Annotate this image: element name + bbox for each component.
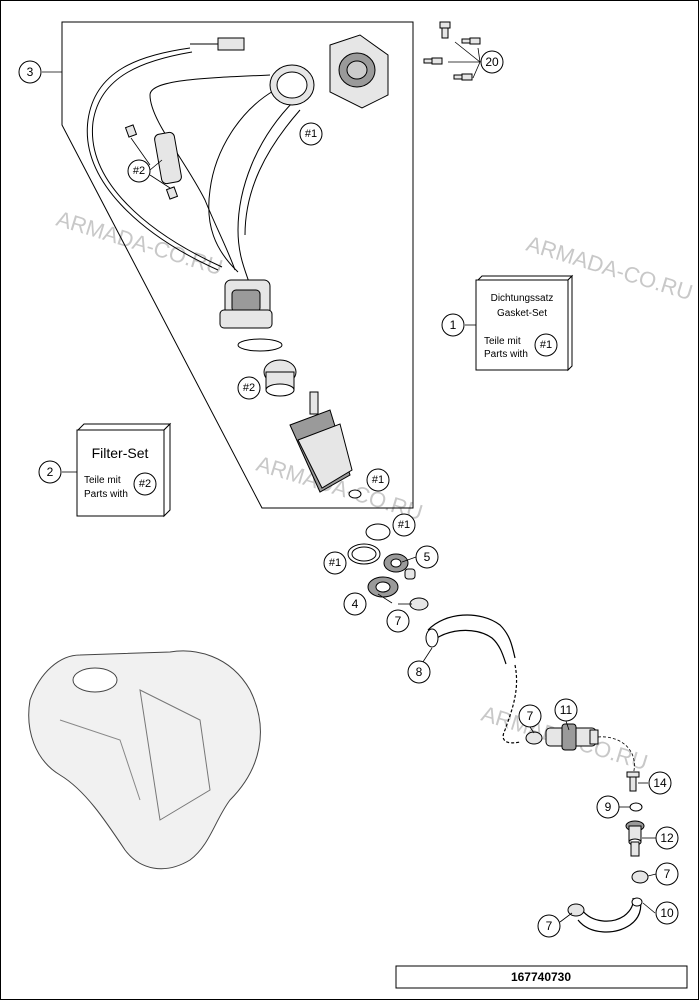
tank-fitting	[625, 820, 645, 857]
pump-regulator	[219, 279, 283, 352]
callout-14: 14	[648, 771, 672, 795]
svg-text:12: 12	[660, 831, 674, 845]
svg-text:7: 7	[546, 919, 553, 933]
gasket-set-line2: Parts with	[484, 349, 528, 360]
svg-text:10: 10	[660, 906, 674, 920]
filter-ref-marker: #2	[133, 472, 157, 496]
callout-3: 3	[18, 60, 42, 84]
callout-2: 2	[38, 460, 62, 484]
ref-gasket: #1	[299, 122, 323, 146]
quick-connector	[545, 723, 635, 776]
svg-text:#2: #2	[139, 478, 151, 490]
screw	[626, 771, 640, 792]
fuel-tank	[28, 650, 261, 870]
hose-clamp	[631, 870, 649, 884]
drawing-number: 167740730	[511, 970, 571, 984]
svg-text:8: 8	[416, 665, 423, 679]
gasket-set-title: Dichtungssatz	[491, 293, 554, 304]
callout-7: 7	[518, 704, 542, 728]
callout-8: 8	[407, 660, 431, 684]
flange-screws	[423, 21, 481, 81]
svg-text:#2: #2	[133, 165, 145, 177]
callout-4: 4	[343, 592, 367, 616]
svg-text:#1: #1	[305, 128, 317, 140]
flange-gasket	[269, 64, 315, 106]
svg-text:4: 4	[352, 597, 359, 611]
ref-gasket: #1	[323, 551, 347, 575]
svg-text:7: 7	[395, 614, 402, 628]
ref-filter: #2	[127, 159, 151, 183]
o-ring	[629, 802, 643, 812]
svg-text:1: 1	[450, 318, 457, 332]
callout-7: 7	[537, 914, 561, 938]
pump-flange-cover	[329, 34, 389, 109]
watermark-text: ARMADA-CO.RU	[54, 206, 226, 280]
svg-text:11: 11	[560, 703, 573, 717]
callout-11: 11	[554, 698, 578, 722]
svg-text:5: 5	[424, 550, 431, 564]
tank-hose	[567, 897, 643, 933]
ref-gasket: #1	[392, 513, 416, 537]
svg-text:20: 20	[485, 55, 499, 69]
ref-filter: #2	[237, 376, 261, 400]
pump-assembly-outline	[61, 21, 414, 509]
ref-gasket: #1	[366, 468, 390, 492]
hose-clamp	[525, 731, 543, 745]
callout-9: 9	[596, 795, 620, 819]
gasket-set-line1: Teile mit	[484, 336, 521, 347]
filter-parts	[124, 124, 182, 200]
svg-text:7: 7	[664, 867, 671, 881]
callout-10: 10	[655, 901, 679, 925]
callout-7: 7	[386, 609, 410, 633]
gasket-set-subtitle: Gasket-Set	[497, 308, 547, 319]
svg-text:#2: #2	[243, 382, 255, 394]
svg-text:14: 14	[653, 776, 667, 790]
drawing-number-box: 167740730	[395, 965, 688, 989]
callout-20: 20	[480, 50, 504, 74]
filter-set-line1: Teile mit	[84, 475, 121, 486]
svg-text:#1: #1	[372, 474, 384, 486]
callout-1: 1	[441, 313, 465, 337]
svg-text:#1: #1	[540, 339, 552, 351]
svg-text:7: 7	[527, 709, 534, 723]
filter-sleeve	[263, 359, 297, 397]
svg-text:9: 9	[605, 800, 612, 814]
filter-set-line2: Parts with	[84, 489, 128, 500]
gasket-set-box: Dichtungssatz Gasket-Set Teile mit Parts…	[465, 274, 574, 372]
wire-connector	[217, 37, 245, 51]
callout-5: 5	[415, 545, 439, 569]
fuel-hose	[425, 614, 521, 744]
fuel-pump	[289, 391, 362, 499]
svg-text:#1: #1	[398, 519, 410, 531]
svg-text:2: 2	[47, 465, 54, 479]
callout-7: 7	[655, 862, 679, 886]
leader-lines	[42, 41, 658, 923]
seal-stack	[347, 523, 416, 598]
svg-text:#1: #1	[329, 557, 341, 569]
filter-set-box: Filter-Set Teile mit Parts with #2	[62, 422, 172, 518]
filter-set-title: Filter-Set	[92, 445, 149, 461]
svg-text:3: 3	[27, 65, 34, 79]
callout-12: 12	[655, 826, 679, 850]
wiring-harness	[86, 37, 301, 286]
hose-clamp	[409, 597, 429, 611]
gasket-ref-marker: #1	[534, 333, 558, 357]
